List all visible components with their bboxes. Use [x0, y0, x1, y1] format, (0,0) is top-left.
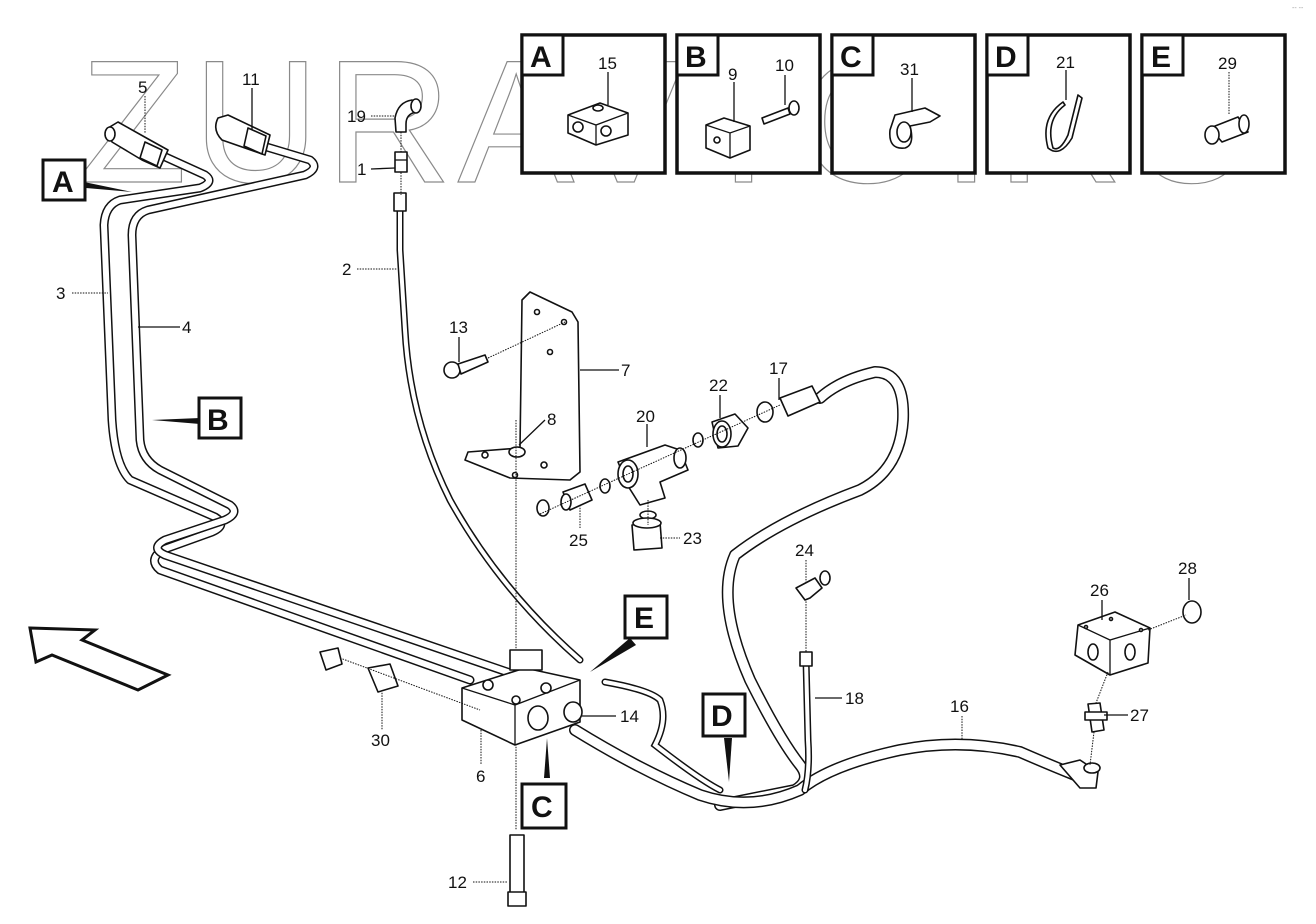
inset-d: D 21 — [985, 33, 1132, 175]
label-5: 5 — [138, 78, 147, 97]
fitting-11 — [214, 114, 271, 156]
distributor-26 — [1074, 611, 1151, 676]
fitting-5 — [104, 121, 169, 169]
svg-text:31: 31 — [900, 60, 919, 79]
clamp-block-9-icon — [705, 117, 751, 159]
label-20: 20 — [636, 407, 655, 426]
label-3: 3 — [56, 284, 65, 303]
leader-lines — [72, 88, 1190, 883]
elbow-19 — [394, 98, 422, 133]
label-11: 11 — [242, 70, 260, 89]
nut-8 — [508, 446, 526, 458]
seal-ring-2 — [599, 478, 611, 494]
label-13: 13 — [449, 318, 468, 337]
label-23: 23 — [683, 529, 702, 548]
tee-20 — [617, 444, 689, 506]
label-1: 1 — [357, 160, 366, 179]
hose-16 — [569, 724, 1081, 809]
label-18: 18 — [845, 689, 864, 708]
block-port-c — [527, 705, 549, 731]
seal-ring-left — [536, 499, 550, 517]
label-19: 19 — [347, 107, 366, 126]
hose-2 — [393, 192, 584, 664]
corner-mark: -- -- — [1292, 5, 1304, 12]
label-4: 4 — [182, 318, 191, 337]
label-28: 28 — [1178, 559, 1197, 578]
label-26: 26 — [1090, 581, 1109, 600]
bracket-7 — [464, 291, 581, 481]
bolt-12 — [507, 834, 527, 907]
callout-d: D — [701, 692, 747, 782]
svg-text:10: 10 — [775, 56, 794, 75]
svg-text:E: E — [1151, 41, 1171, 74]
inset-e: E 29 — [1140, 33, 1287, 175]
inset-c: C 31 — [830, 33, 977, 175]
label-30: 30 — [371, 731, 390, 750]
pipe-clamp-15-icon — [567, 102, 629, 146]
nut-23 — [631, 517, 663, 551]
nipple-25 — [560, 483, 593, 511]
label-14: 14 — [620, 707, 639, 726]
svg-text:21: 21 — [1056, 53, 1075, 72]
svg-text:A: A — [52, 166, 74, 199]
label-25: 25 — [569, 531, 588, 550]
label-8: 8 — [547, 410, 556, 429]
label-16: 16 — [950, 697, 969, 716]
hose-17 — [714, 366, 910, 811]
svg-text:B: B — [207, 404, 229, 437]
svg-text:D: D — [711, 700, 733, 733]
label-22: 22 — [709, 376, 728, 395]
callout-b: B — [152, 396, 243, 440]
svg-text:15: 15 — [598, 54, 617, 73]
svg-text:E: E — [634, 602, 654, 635]
svg-text:A: A — [530, 41, 552, 74]
cable-tie-21-icon — [1045, 94, 1083, 153]
callout-c: C — [520, 738, 568, 830]
svg-text:D: D — [995, 41, 1017, 74]
nipple-1 — [394, 151, 408, 173]
seal-ring-3 — [692, 432, 704, 448]
block-6 — [461, 649, 583, 746]
svg-text:29: 29 — [1218, 54, 1237, 73]
nipple-27 — [1084, 702, 1108, 733]
hose-clip-31-icon — [888, 107, 941, 149]
front-direction-arrow — [28, 626, 172, 692]
tee-24 — [795, 570, 831, 601]
svg-text:C: C — [531, 791, 553, 824]
elbow-16-end — [1059, 759, 1101, 789]
nut-22 — [711, 413, 749, 449]
svg-text:B: B — [685, 41, 707, 74]
label-24: 24 — [795, 541, 814, 560]
callout-a: A — [41, 158, 132, 202]
svg-text:C: C — [840, 41, 862, 74]
svg-text:9: 9 — [728, 65, 737, 84]
adapter-29-icon — [1204, 114, 1250, 145]
label-12: 12 — [448, 873, 467, 892]
pipe-4 — [127, 140, 565, 695]
label-27: 27 — [1130, 706, 1149, 725]
hose-secondary — [601, 678, 724, 794]
fitting-14 — [563, 701, 583, 723]
screw-13 — [443, 354, 489, 379]
callout-e: E — [590, 594, 669, 672]
hose-18 — [799, 651, 813, 794]
screw-10-icon — [761, 100, 800, 125]
plug-28 — [1182, 600, 1202, 624]
inset-b: B 9 10 — [675, 33, 822, 175]
label-6: 6 — [476, 767, 485, 786]
inset-a: A 15 — [520, 33, 667, 175]
label-17: 17 — [769, 359, 788, 378]
label-7: 7 — [621, 361, 630, 380]
label-2: 2 — [342, 260, 351, 279]
